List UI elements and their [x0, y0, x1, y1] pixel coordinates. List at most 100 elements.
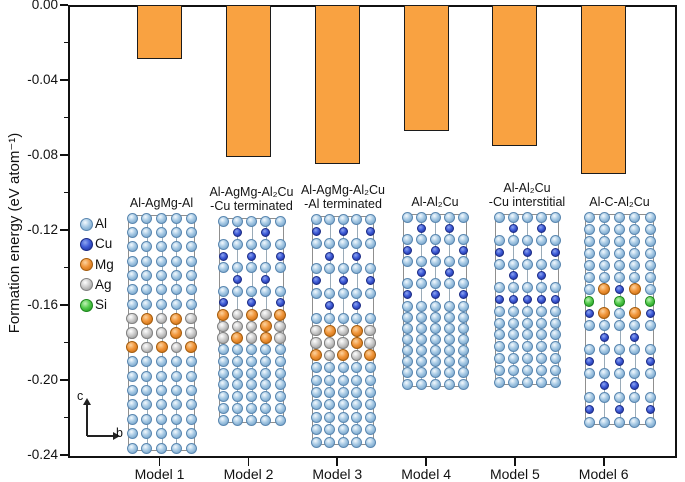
- al-atom: [549, 235, 561, 247]
- al-atom: [644, 211, 656, 223]
- ag-atom: [310, 337, 322, 349]
- al-atom: [351, 436, 362, 448]
- al-atom: [185, 399, 197, 411]
- cu-atom: [522, 295, 532, 304]
- al-atom: [231, 215, 243, 227]
- al-atom: [185, 442, 197, 454]
- al-atom: [583, 259, 595, 271]
- al-atom: [185, 356, 197, 368]
- al-atom: [310, 238, 322, 250]
- y-major-tick: [60, 229, 68, 231]
- al-atom: [364, 424, 376, 436]
- structure-column-line: [449, 217, 450, 384]
- al-atom: [443, 378, 455, 390]
- al-atom: [549, 364, 561, 376]
- al-atom: [598, 368, 610, 380]
- x-tick: [247, 458, 250, 466]
- al-atom: [549, 341, 561, 353]
- cu-atom: [261, 275, 271, 285]
- al-atom: [170, 270, 182, 281]
- al-atom: [274, 215, 286, 227]
- al-atom: [260, 344, 272, 356]
- ag-atom: [260, 308, 272, 321]
- al-atom: [141, 399, 153, 411]
- al-atom: [644, 320, 656, 332]
- al-atom: [364, 374, 376, 386]
- al-atom: [337, 287, 349, 299]
- al-atom: [629, 320, 641, 332]
- y-tick-label: -0.16: [27, 297, 58, 312]
- al-atom: [351, 287, 362, 299]
- al-atom: [185, 370, 197, 382]
- structure-label: Al-C-Al₂Cu: [540, 195, 685, 210]
- al-atom: [126, 385, 138, 396]
- al-atom: [629, 223, 641, 235]
- al-atom: [521, 317, 533, 329]
- y-tick-label: -0.24: [27, 447, 58, 462]
- al-atom: [598, 392, 610, 404]
- al-atom: [521, 211, 533, 223]
- cu-atom: [550, 247, 560, 257]
- cu-atom: [508, 271, 518, 281]
- al-atom: [583, 247, 595, 259]
- ag-atom: [155, 327, 168, 339]
- al-atom: [310, 436, 322, 448]
- al-atom: [337, 238, 349, 250]
- al-atom: [507, 364, 519, 376]
- al-atom: [351, 213, 362, 225]
- al-atom: [310, 411, 322, 423]
- mg-atom: [598, 307, 611, 320]
- al-atom: [429, 278, 441, 290]
- cu-atom: [311, 226, 321, 236]
- b-axis-arrow-line: [87, 435, 113, 437]
- al-atom: [141, 241, 153, 253]
- cu-atom: [599, 333, 609, 343]
- al-atom: [457, 233, 469, 245]
- al-atom: [274, 379, 286, 391]
- ag-atom: [323, 349, 336, 362]
- al-atom: [364, 238, 376, 250]
- structure-label-line: Al-AgMg-Al₂Cu: [300, 183, 386, 198]
- al-atom: [583, 223, 595, 235]
- al-atom: [185, 226, 197, 238]
- cu-atom: [458, 245, 468, 255]
- al-atom: [614, 247, 625, 259]
- mg-atom: [310, 349, 322, 362]
- al-atom: [141, 255, 153, 267]
- cu-atom: [218, 298, 228, 308]
- al-atom: [185, 284, 197, 296]
- cu-atom: [536, 271, 546, 281]
- al-atom: [644, 247, 656, 259]
- c-axis-label: c: [77, 389, 84, 403]
- y-minor-tick: [63, 116, 68, 119]
- al-atom: [246, 285, 257, 297]
- cu-atom: [584, 357, 594, 367]
- al-atom: [443, 345, 455, 357]
- al-atom: [583, 283, 595, 295]
- al-atom: [274, 391, 286, 403]
- al-atom: [246, 262, 257, 274]
- al-atom: [443, 333, 455, 345]
- ag-atom: [245, 320, 258, 333]
- al-atom: [170, 226, 182, 238]
- y-major-tick: [60, 454, 68, 456]
- x-tick: [602, 458, 605, 466]
- cu-atom: [444, 268, 454, 278]
- al-atom: [141, 298, 153, 310]
- mg-atom: [259, 320, 272, 333]
- al-atom: [535, 329, 547, 341]
- al-atom: [493, 282, 505, 294]
- al-atom: [583, 416, 595, 428]
- al-atom: [156, 442, 167, 454]
- structure-column-line: [421, 217, 422, 384]
- al-atom: [629, 344, 641, 356]
- cu-atom: [247, 298, 256, 308]
- al-atom: [126, 284, 138, 296]
- al-atom: [644, 368, 656, 380]
- al-atom: [337, 263, 349, 275]
- al-atom: [231, 355, 243, 367]
- al-atom: [535, 364, 547, 376]
- mg-atom: [170, 327, 183, 339]
- al-atom: [185, 428, 197, 440]
- al-atom: [231, 391, 243, 403]
